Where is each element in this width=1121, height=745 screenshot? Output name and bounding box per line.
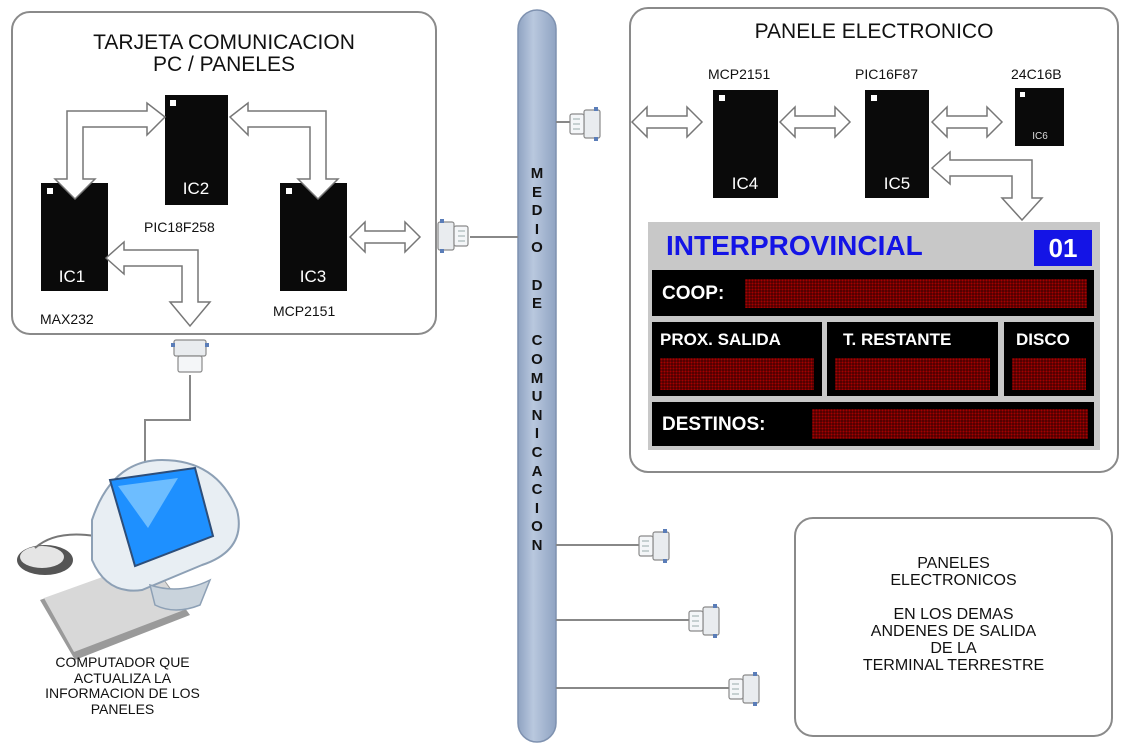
- bus-letter-line: D: [531, 202, 543, 220]
- computer-caption-line: INFORMACION DE LOS: [45, 685, 200, 701]
- computer-illustration: [17, 458, 240, 660]
- arrow-ic5-ic6: [930, 105, 1004, 139]
- other-panels-line: DE LA: [930, 640, 977, 657]
- svg-text:IC3: IC3: [300, 267, 326, 286]
- other-panels-box: [794, 517, 1113, 737]
- arrow-ic2-ic3: [228, 101, 340, 201]
- chip-ic1: IC1: [41, 183, 108, 291]
- other-panels-line: ELECTRONICOS: [890, 572, 1017, 589]
- bus-letter-line: U: [531, 388, 543, 406]
- arrow-ic5-display: [930, 150, 1044, 222]
- bus-letter-line: O: [531, 518, 543, 536]
- bus-letter-line: N: [531, 536, 543, 554]
- bus-letter-line: O: [531, 239, 543, 257]
- chip-ic4-part: MCP2151: [708, 66, 770, 82]
- connector-card-pc: [171, 339, 209, 373]
- computer-caption-line: COMPUTADOR QUE: [55, 654, 190, 670]
- bus-letter-line: C: [531, 332, 543, 350]
- led-coop: [745, 279, 1087, 308]
- display-number-box: 01: [1034, 230, 1092, 266]
- chip-ic6: IC6: [1015, 88, 1064, 146]
- panel-title: PANELE ELECTRONICO: [754, 20, 994, 43]
- other-panels-line: TERMINAL TERRESTRE: [862, 657, 1045, 674]
- led-trest: [835, 358, 990, 390]
- card-title: TARJETA COMUNICACION PC / PANELES: [12, 32, 436, 76]
- computer-caption-line: ACTUALIZA LA: [73, 669, 172, 686]
- svg-text:IC6: IC6: [1032, 131, 1048, 142]
- svg-text:IC5: IC5: [884, 174, 910, 193]
- other-panels-line: PANELES: [917, 555, 990, 572]
- other-panels-line: ANDENES DE SALIDA: [870, 623, 1037, 640]
- bus-letter-line: O: [531, 350, 543, 368]
- chip-ic6-part: 24C16B: [1011, 66, 1062, 82]
- computer-caption-line: PANELES: [90, 700, 155, 717]
- chip-ic1-part: MAX232: [40, 311, 94, 327]
- label-trest: T. RESTANTE: [843, 330, 952, 349]
- bus-letter-line: M: [530, 369, 544, 387]
- chip-ic5-part: PIC16F87: [855, 66, 918, 82]
- communication-bus: [517, 9, 557, 743]
- connector-other-1: [638, 528, 670, 564]
- led-prox: [660, 358, 814, 390]
- arrow-ic3-connector: [348, 220, 422, 254]
- led-destinos: [812, 409, 1088, 439]
- connector-other-3: [728, 671, 760, 707]
- arrow-connector-ic4: [630, 105, 704, 139]
- bus-letter-line: I: [534, 425, 540, 443]
- label-coop: COOP:: [662, 283, 725, 304]
- row-coop: COOP:: [652, 270, 1094, 316]
- chip-ic2: IC2: [165, 95, 228, 205]
- bus-letter-line: C: [531, 443, 543, 461]
- arrow-ic1-pc: [104, 240, 212, 328]
- svg-text:IC2: IC2: [183, 179, 209, 198]
- chip-ic3-part: MCP2151: [273, 303, 335, 319]
- arrows: [53, 101, 1044, 328]
- other-panels-line: [795, 589, 1112, 606]
- other-panels-line: EN LOS DEMAS: [893, 606, 1014, 623]
- label-prox: PROX. SALIDA: [660, 330, 781, 349]
- arrow-ic2-ic1: [53, 101, 167, 201]
- bus-letter-line: C: [531, 481, 543, 499]
- bus-letter-line: I: [534, 499, 540, 517]
- chip-ic4: IC4: [713, 90, 778, 198]
- bus-letter-line: [518, 314, 556, 333]
- bus-letter-line: I: [534, 220, 540, 238]
- display-header: INTERPROVINCIAL: [666, 230, 923, 261]
- bus-letter-line: [518, 258, 556, 277]
- display-number: 01: [1048, 233, 1078, 263]
- bus-letter-line: N: [531, 406, 543, 424]
- arrow-ic4-ic5: [778, 105, 852, 139]
- connector-panel-bus: [569, 106, 601, 142]
- bus-letter-line: D: [531, 276, 543, 294]
- connector-card-bus: [437, 218, 469, 254]
- cell-trest: T. RESTANTE: [827, 322, 998, 396]
- cell-disco: DISCO: [1004, 322, 1094, 396]
- label-destinos: DESTINOS:: [662, 414, 766, 435]
- label-disco: DISCO: [1016, 330, 1070, 349]
- svg-text:IC1: IC1: [59, 267, 85, 286]
- led-disco: [1012, 358, 1086, 390]
- bus-letter-line: E: [531, 295, 542, 313]
- bus-letter-line: M: [530, 165, 544, 182]
- display-panel: INTERPROVINCIAL 01 COOP: PROX. SALIDA T.…: [648, 222, 1100, 450]
- bus-letter-line: A: [531, 462, 543, 480]
- svg-text:IC4: IC4: [732, 174, 758, 193]
- chip-ic3: IC3: [280, 183, 347, 291]
- bus-letter-line: E: [531, 183, 542, 201]
- chip-ic5: IC5: [865, 90, 929, 198]
- row-destinos: DESTINOS:: [652, 402, 1094, 446]
- chip-ic2-part: PIC18F258: [144, 219, 215, 235]
- cell-prox: PROX. SALIDA: [652, 322, 822, 396]
- card-title-line1: TARJETA COMUNICACION: [93, 31, 355, 54]
- card-title-line2: PC / PANELES: [153, 53, 295, 76]
- connector-other-2: [688, 603, 720, 639]
